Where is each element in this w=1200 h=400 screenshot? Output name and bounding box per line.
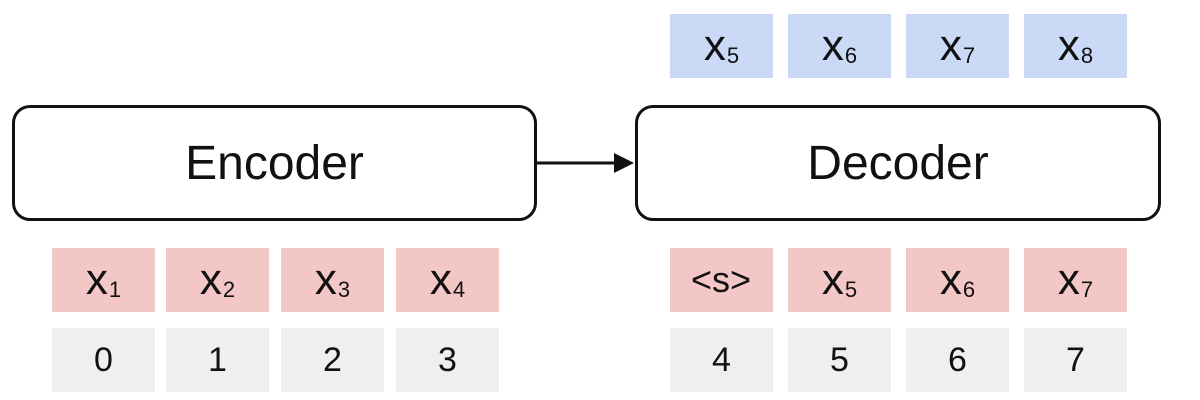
- encoder-position: 1: [166, 328, 269, 392]
- token-base: x: [199, 255, 222, 304]
- token-base: x: [1057, 255, 1080, 304]
- token-base: x: [429, 255, 452, 304]
- token-subscript: 6: [962, 277, 976, 302]
- token-subscript: 5: [844, 277, 858, 302]
- token-base: x: [1057, 21, 1080, 70]
- encoder-position: 3: [396, 328, 499, 392]
- token-subscript: 6: [844, 43, 858, 68]
- token-base: x: [703, 21, 726, 70]
- token-subscript: 7: [1080, 277, 1094, 302]
- token-subscript: 8: [1080, 43, 1094, 68]
- token-subscript: 2: [222, 277, 236, 302]
- token-base: x: [939, 21, 962, 70]
- token-subscript: 4: [452, 277, 466, 302]
- token-base: <s>: [690, 259, 752, 300]
- decoder-position: 4: [670, 328, 773, 392]
- token-base: x: [821, 255, 844, 304]
- encoder-position: 0: [52, 328, 155, 392]
- token-base: x: [314, 255, 337, 304]
- decoder-position: 7: [1024, 328, 1127, 392]
- arrow-head: [614, 153, 634, 173]
- decoder-label: Decoder: [807, 136, 989, 190]
- token-subscript: 7: [962, 43, 976, 68]
- token-subscript: 5: [726, 43, 740, 68]
- token-subscript: 3: [337, 277, 351, 302]
- decoder-input-token: <s>: [670, 248, 773, 312]
- encoder-position: 2: [281, 328, 384, 392]
- token-base: x: [939, 255, 962, 304]
- token-subscript: 1: [108, 277, 122, 302]
- decoder-box: Decoder: [635, 105, 1161, 221]
- encoder-label: Encoder: [185, 136, 364, 190]
- token-base: x: [821, 21, 844, 70]
- decoder-position: 6: [906, 328, 1009, 392]
- encoder-box: Encoder: [12, 105, 537, 221]
- token-base: x: [85, 255, 108, 304]
- decoder-position: 5: [788, 328, 891, 392]
